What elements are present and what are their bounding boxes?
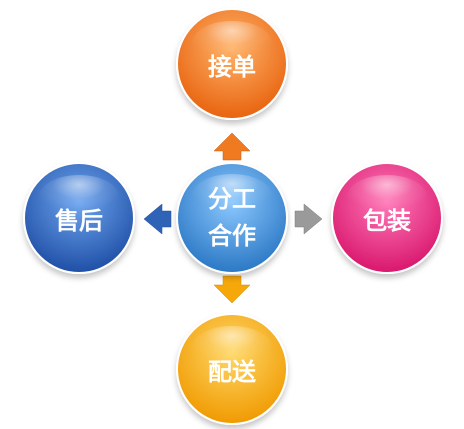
node-center-label-line1: 分工 [208, 185, 256, 213]
node-left-label: 售后 [55, 207, 103, 235]
node-right-label: 包装 [363, 207, 411, 235]
node-top: 接单 [176, 8, 288, 120]
node-left: 售后 [23, 162, 135, 274]
arrow-up [213, 132, 251, 161]
arrow-left [143, 203, 172, 235]
node-top-label: 接单 [208, 53, 256, 81]
arrow-down [213, 275, 251, 304]
node-right: 包装 [331, 162, 443, 274]
node-bottom: 配送 [176, 313, 288, 425]
arrow-right [294, 203, 323, 235]
node-center-label-line2: 合作 [208, 222, 256, 250]
node-bottom-label: 配送 [208, 358, 257, 386]
node-center: 分工 合作 [176, 162, 288, 274]
